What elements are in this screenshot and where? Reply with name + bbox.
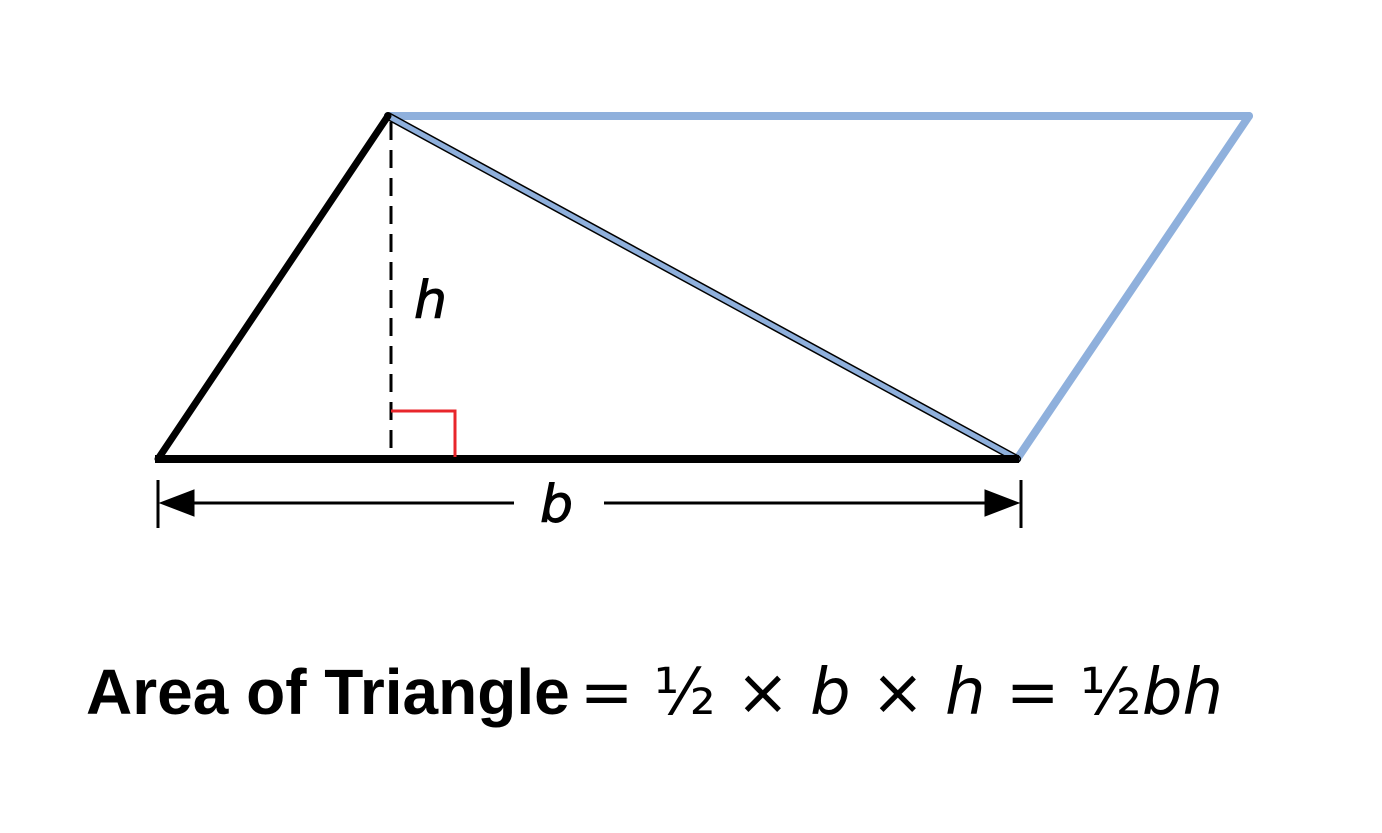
base-dimension-left-arrowhead [158,489,195,517]
height-label: h [414,271,447,331]
formula-times-2: × [870,656,925,730]
formula-var-b: b [810,656,851,730]
base-dimension-right-arrowhead [984,489,1021,517]
base-label: b [540,475,573,535]
right-angle-marker [391,409,457,457]
formula-equals-2: = [1005,656,1060,730]
formula-equals-1: = [579,656,634,730]
parallelogram-right-edge [1013,112,1253,463]
formula-half-1: ½ [653,656,716,730]
parallelogram-diagonal-edge [385,113,1020,462]
formula-var-h: h [944,656,986,730]
formula-expression: = ½ × b × h = ½bh [580,656,1223,730]
formula-var-bh: bh [1141,656,1224,730]
triangle-left-edge [154,112,392,463]
formula-half-2: ½ [1079,656,1142,730]
area-formula: Area of Triangle= ½ × b × h = ½bh [86,652,1346,732]
formula-label: Area of Triangle [86,656,570,728]
formula-times-1: × [736,656,790,730]
